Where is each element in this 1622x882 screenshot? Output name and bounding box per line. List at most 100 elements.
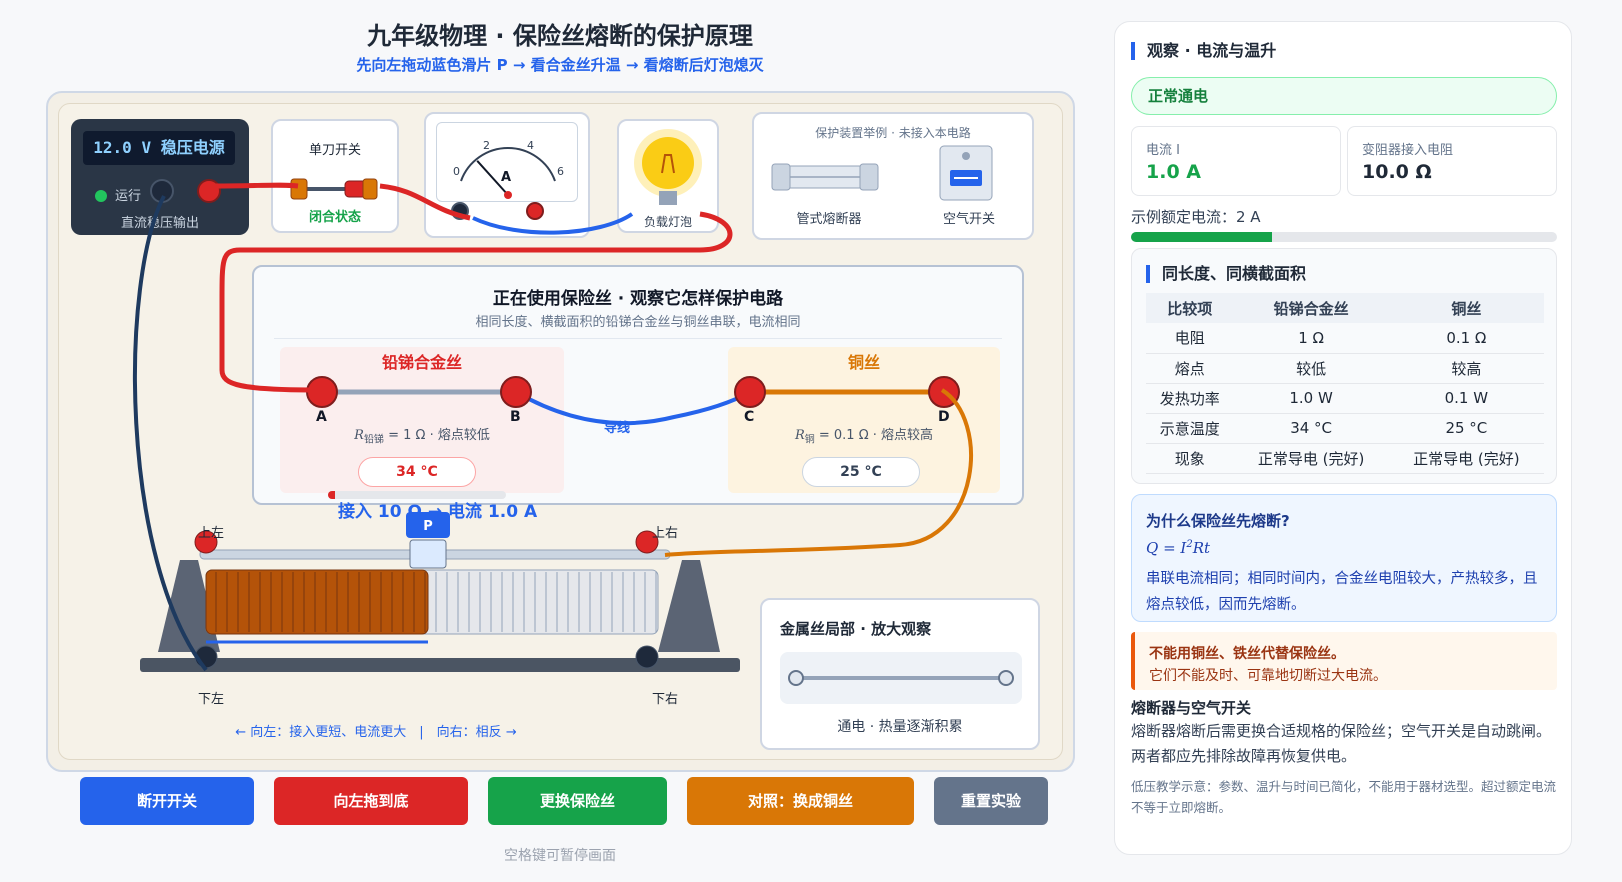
reset-button[interactable]: 重置实验 <box>934 777 1048 825</box>
ammeter-tick-0: 0 <box>453 165 460 178</box>
warning-title: 不能用铜丝、铁丝代替保险丝。 <box>1149 646 1345 662</box>
sliding-rheostat: P <box>140 512 740 672</box>
table-cell: 正常导电 (完好) <box>1388 443 1544 474</box>
switch-title: 单刀开关 <box>308 143 361 158</box>
table-header: 比较项 <box>1146 293 1234 323</box>
why-title: 为什么保险丝先熔断? <box>1146 512 1290 530</box>
page-subtitle: 先向左拖动蓝色滑片 P → 看合金丝升温 → 看熔断后灯泡熄灭 <box>356 56 764 74</box>
warning-text: 它们不能及时、可靠地切断过大电流。 <box>1149 668 1387 684</box>
status-badge: 正常通电 <box>1131 77 1557 115</box>
psu-run-label: 运行 <box>115 189 142 204</box>
rheostat-base <box>140 658 740 672</box>
ammeter-tick-2: 2 <box>483 139 490 152</box>
psu-output-label: 直流稳压输出 <box>120 216 199 231</box>
ammeter-positive-terminal[interactable] <box>526 202 544 220</box>
switch-state: 闭合状态 <box>308 210 361 225</box>
table-cell: 较低 <box>1233 353 1389 384</box>
table-row: 熔点较低较高 <box>1146 353 1544 384</box>
bulb-label: 负载灯泡 <box>643 215 692 229</box>
air-breaker-label: 空气开关 <box>942 212 995 227</box>
rheostat-active-coil <box>205 569 429 635</box>
page-title: 九年级物理 · 保险丝熔断的保护原理 <box>367 22 753 50</box>
replace-fuse-button[interactable]: 更换保险丝 <box>488 777 667 825</box>
slider-p-body[interactable] <box>409 539 447 569</box>
ammeter-unit: A <box>501 170 511 185</box>
terminal-b[interactable] <box>500 376 532 408</box>
fuse-compare-panel: 正在使用保险丝 · 观察它怎样保护电路 相同长度、横截面积的铅锑合金丝与铜丝串联… <box>252 265 1024 505</box>
use-copper-button[interactable]: 对照：换成铜丝 <box>687 777 914 825</box>
open-switch-button[interactable]: 断开开关 <box>80 777 254 825</box>
bulb-icon <box>634 129 702 205</box>
table-cell: 正常导电 (完好) <box>1233 443 1389 474</box>
joule-formula: Q = I2Rt <box>1146 539 1211 557</box>
magnifier-title: 金属丝局部 · 放大观察 <box>780 620 932 638</box>
terminal-a[interactable] <box>306 376 338 408</box>
lead-resistance: R铅锑 = 1 Ω · 熔点较低 <box>354 428 490 446</box>
psu-positive-terminal[interactable] <box>197 179 221 203</box>
point-c-label: C <box>744 409 755 425</box>
fuse-breaker-text: 熔断器熔断后需更换合适规格的保险丝；空气开关是自动跳闸。两者都应先排除故障再恢复… <box>1131 722 1552 765</box>
pause-hint: 空格键可暂停画面 <box>504 848 616 864</box>
wire-label: 导线 <box>604 421 631 436</box>
copper-resistance: R铜 = 0.1 Ω · 熔点较高 <box>794 428 934 446</box>
table-cell: 1.0 W <box>1233 383 1389 414</box>
terminal-top-right[interactable] <box>635 530 659 554</box>
footnote: 低压教学示意：参数、温升与时间已简化，不能用于器材选型。超过额定电流不等于立即熔… <box>1131 779 1557 815</box>
drag-left-button[interactable]: 向左拖到底 <box>274 777 468 825</box>
lead-temperature-fill <box>328 491 336 499</box>
corner-top-left-label: 上左 <box>198 526 225 541</box>
power-supply: 12.0 V 稳压电源 运行 直流稳压输出 <box>71 119 249 235</box>
current-label: 电流 I <box>1146 143 1180 158</box>
ammeter-tick-4: 4 <box>527 139 534 152</box>
connecting-wire <box>515 390 751 426</box>
lead-temperature-bar <box>328 491 506 499</box>
terminal-bottom-left[interactable] <box>194 645 218 669</box>
corner-bottom-right-label: 下右 <box>652 692 679 707</box>
terminal-c[interactable] <box>734 376 766 408</box>
ammeter: 0 2 4 6 A <box>424 112 590 238</box>
ammeter-face: 0 2 4 6 A <box>436 122 578 202</box>
knife-switch[interactable]: 单刀开关 闭合状态 <box>271 119 399 233</box>
copper-wire-name: 铜丝 <box>847 353 880 372</box>
corner-bottom-left-label: 下左 <box>198 692 225 707</box>
terminal-d[interactable] <box>928 376 960 408</box>
terminal-bottom-right[interactable] <box>635 645 659 669</box>
table-cell: 发热功率 <box>1146 383 1234 414</box>
psu-negative-terminal[interactable] <box>150 179 174 203</box>
table-cell: 电阻 <box>1146 323 1234 354</box>
ammeter-needle <box>476 160 509 196</box>
resistance-label: 变阻器接入电阻 <box>1362 143 1454 158</box>
current-metric: 电流 I 1.0 A <box>1131 126 1341 196</box>
wire-closeup-icon <box>788 670 1014 686</box>
copper-temperature-badge: 25 °C <box>802 457 920 487</box>
side-panel: 观察 · 电流与温升 正常通电 电流 I 1.0 A 变阻器接入电阻 10.0 … <box>1114 21 1572 855</box>
table-cell: 熔点 <box>1146 353 1234 384</box>
table-cell: 现象 <box>1146 443 1234 474</box>
point-d-label: D <box>938 409 950 425</box>
point-a-label: A <box>316 409 327 425</box>
table-header: 铜丝 <box>1388 293 1544 323</box>
resistance-metric: 变阻器接入电阻 10.0 Ω <box>1347 126 1557 196</box>
table-cell: 示意温度 <box>1146 413 1234 444</box>
ammeter-tick-6: 6 <box>557 165 564 178</box>
switch-graphic-icon <box>290 178 378 200</box>
slider-p-label: P <box>423 519 433 534</box>
magnifier-card: 金属丝局部 · 放大观察 通电 · 热量逐渐积累 <box>760 598 1040 750</box>
magnifier-view <box>780 652 1022 704</box>
run-indicator-icon <box>95 190 107 202</box>
table-row: 现象正常导电 (完好)正常导电 (完好) <box>1146 443 1544 474</box>
psu-display: 12.0 V 稳压电源 <box>83 131 235 165</box>
why-text: 串联电流相同；相同时间内，合金丝电阻较大，产热较多，且熔点较低，因而先熔断。 <box>1146 571 1538 613</box>
slider-p-handle[interactable] <box>406 512 450 538</box>
ammeter-negative-terminal[interactable] <box>451 202 469 220</box>
table-cell: 34 °C <box>1233 413 1389 444</box>
coil-turns <box>215 572 657 632</box>
table-title: 同长度、同横截面积 <box>1146 265 1306 283</box>
fuse-breaker-title: 熔断器与空气开关 <box>1131 699 1252 717</box>
magnifier-caption: 通电 · 热量逐渐积累 <box>837 719 963 735</box>
